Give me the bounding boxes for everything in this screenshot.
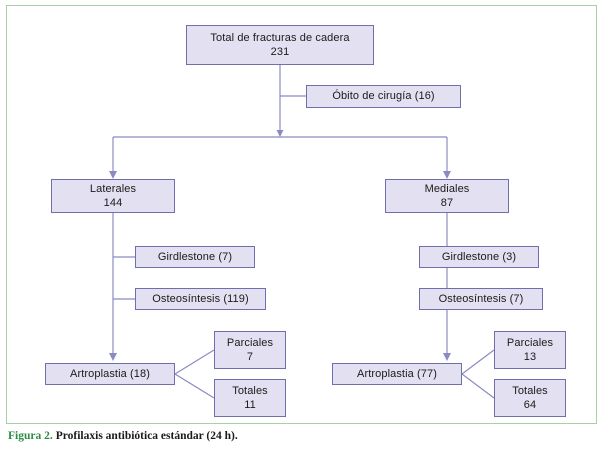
node-laterales-parciales[interactable]: Parciales 7 xyxy=(214,331,286,369)
node-laterales-title: Laterales xyxy=(89,182,137,195)
node-med-artroplastia-title: Artroplastia (77) xyxy=(357,367,437,380)
node-lat-totales-value: 11 xyxy=(244,399,256,411)
node-mediales-artroplastia[interactable]: Artroplastia (77) xyxy=(332,363,462,385)
node-lat-artroplastia-title: Artroplastia (18) xyxy=(70,367,150,380)
node-lat-girdlestone-title: Girdlestone (7) xyxy=(157,250,233,263)
node-med-parciales-value: 13 xyxy=(523,351,537,363)
node-obito-cirugia[interactable]: Óbito de cirugía (16) xyxy=(306,85,461,108)
node-med-osteosintesis-title: Osteosíntesis (7) xyxy=(438,292,524,305)
figure-number-label: Figura 2. xyxy=(8,430,53,442)
node-med-totales-value: 64 xyxy=(523,399,537,411)
node-mediales[interactable]: Mediales 87 xyxy=(385,179,509,213)
diagram-frame: Total de fracturas de cadera 231 Óbito d… xyxy=(6,5,597,424)
node-mediales-value: 87 xyxy=(440,197,454,209)
node-lat-parciales-title: Parciales xyxy=(226,336,274,349)
node-total-value: 231 xyxy=(270,46,290,58)
node-mediales-title: Mediales xyxy=(424,182,470,195)
node-med-girdlestone-title: Girdlestone (3) xyxy=(441,250,517,263)
figure-caption: Figura 2.Profilaxis antibiótica estándar… xyxy=(8,430,588,442)
node-total-fracturas[interactable]: Total de fracturas de cadera 231 xyxy=(186,25,374,65)
node-laterales-girdlestone[interactable]: Girdlestone (7) xyxy=(135,246,255,268)
node-mediales-parciales[interactable]: Parciales 13 xyxy=(494,331,566,369)
node-lat-osteosintesis-title: Osteosíntesis (119) xyxy=(152,292,249,305)
node-mediales-osteosintesis[interactable]: Osteosíntesis (7) xyxy=(419,288,543,310)
node-lat-totales-title: Totales xyxy=(232,384,268,397)
figure-caption-text: Profilaxis antibiótica estándar (24 h). xyxy=(55,430,238,442)
node-mediales-girdlestone[interactable]: Girdlestone (3) xyxy=(419,246,539,268)
node-laterales-value: 144 xyxy=(103,197,123,209)
node-lat-parciales-value: 7 xyxy=(246,351,254,363)
node-laterales-totales[interactable]: Totales 11 xyxy=(214,379,286,417)
node-total-title: Total de fracturas de cadera xyxy=(210,31,350,44)
node-med-parciales-title: Parciales xyxy=(506,336,554,349)
node-laterales-artroplastia[interactable]: Artroplastia (18) xyxy=(45,363,175,385)
node-laterales-osteosintesis[interactable]: Osteosíntesis (119) xyxy=(135,288,266,310)
node-mediales-totales[interactable]: Totales 64 xyxy=(494,379,566,417)
node-med-totales-title: Totales xyxy=(512,384,548,397)
node-obito-title: Óbito de cirugía (16) xyxy=(332,90,435,103)
node-laterales[interactable]: Laterales 144 xyxy=(51,179,175,213)
